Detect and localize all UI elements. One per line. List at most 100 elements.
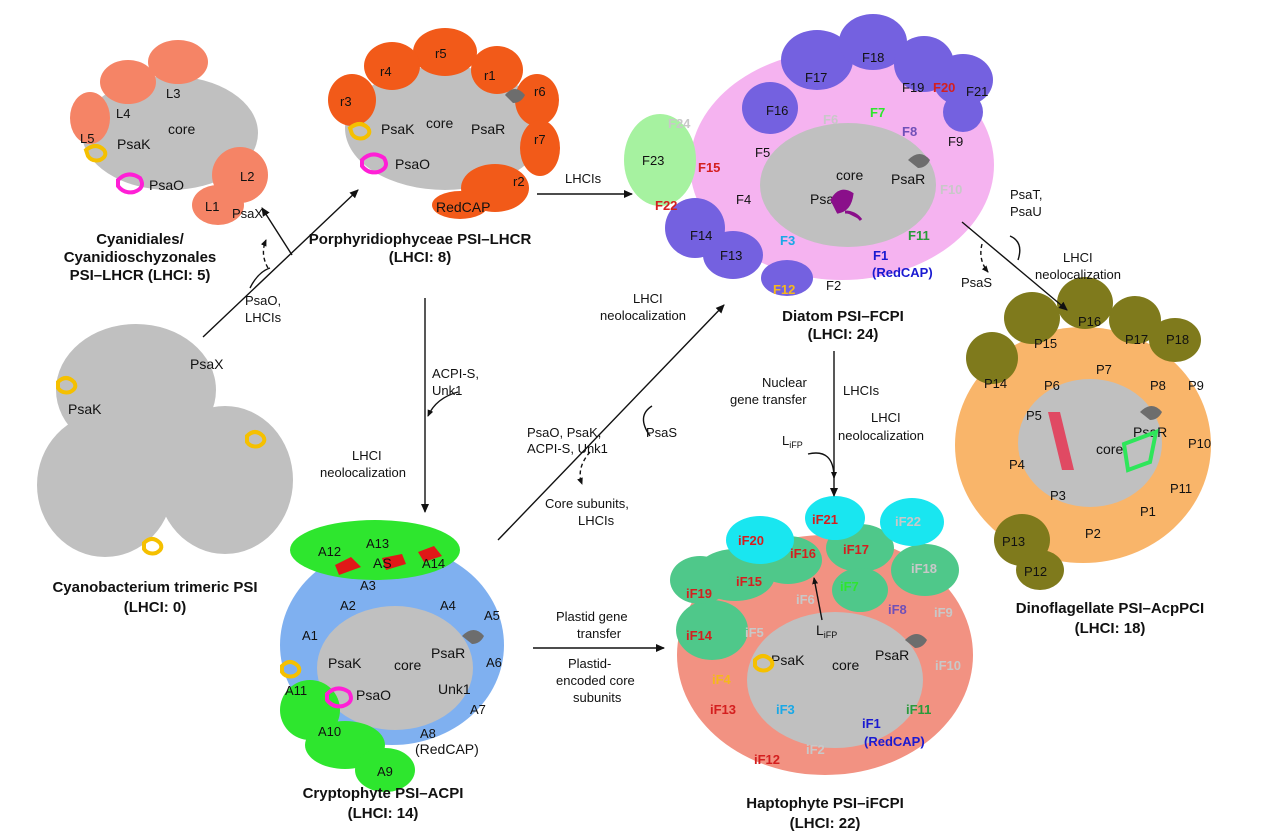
core-label: core bbox=[168, 121, 195, 137]
psao-label: PsaO bbox=[356, 687, 391, 703]
panel-title: Cyanidioschyzonales bbox=[64, 249, 217, 266]
psas-structure bbox=[830, 189, 863, 221]
lhc-label-f10: F10 bbox=[940, 182, 962, 197]
lhc-label-l4: L4 bbox=[116, 106, 130, 121]
panel-title: (LHCI: 0) bbox=[124, 599, 187, 616]
acppci-olive-belt bbox=[966, 277, 1201, 590]
psak-label: PsaK bbox=[68, 401, 102, 417]
lhc-label-p14: P14 bbox=[984, 376, 1007, 391]
psar-structure bbox=[505, 89, 525, 103]
core-complex bbox=[760, 123, 936, 247]
lhc-label-f1: F1 bbox=[873, 248, 888, 263]
core-monomer bbox=[37, 413, 173, 557]
lifp-pointer-arrow bbox=[812, 577, 823, 621]
nuclear-annotation: gene transfer bbox=[730, 392, 807, 407]
psao-label: PsaO bbox=[149, 177, 184, 193]
psao-label: PsaO bbox=[395, 156, 430, 172]
hapto-neo-annotation: neolocalization bbox=[838, 428, 924, 443]
arrow-to-cyanidiales bbox=[261, 207, 293, 256]
psax-label: PsaX bbox=[190, 356, 224, 372]
core-complex bbox=[747, 612, 923, 748]
lhc-label-f12: F12 bbox=[773, 282, 795, 297]
plastid-annotation: Plastid gene bbox=[556, 609, 628, 624]
crypto-panel: A12 A13 A14 AS A3 A2 A4 A5 A1 A6 A11 A7 … bbox=[280, 520, 504, 822]
lifp-label: LiFP bbox=[816, 622, 837, 640]
psao-structure bbox=[325, 686, 353, 709]
lhc-label-if8: iF8 bbox=[888, 602, 907, 617]
psak-label: PsaK bbox=[117, 136, 151, 152]
hapto-panel: iF21 iF22 iF20 iF16 iF17 iF18 iF15 iF19 … bbox=[670, 496, 973, 832]
psas-gain-curve bbox=[642, 405, 653, 437]
psar-label: PsaR bbox=[431, 645, 465, 661]
lhc-label-a1: A1 bbox=[302, 628, 318, 643]
lhc-label-f23: F23 bbox=[642, 153, 664, 168]
lhci-neo-annotation: LHCI bbox=[352, 448, 382, 463]
lhc-label-f6: F6 bbox=[823, 112, 838, 127]
psax-loss-arrow bbox=[260, 239, 269, 269]
psar-label: PsaR bbox=[471, 121, 505, 137]
plastid-annotation: encoded core bbox=[556, 673, 635, 688]
lhc-label-p9: P9 bbox=[1188, 378, 1204, 393]
acpi-s-structure bbox=[335, 546, 442, 575]
lhc-label-f4: F4 bbox=[736, 192, 751, 207]
panel-title: Cyanidiales/ bbox=[96, 231, 184, 248]
lhc-label-l5: L5 bbox=[80, 131, 94, 146]
lhc-label-f13: F13 bbox=[720, 248, 742, 263]
lhc-label-f2: F2 bbox=[826, 278, 841, 293]
green-structure bbox=[1121, 428, 1159, 473]
lhc-label-a8: A8 bbox=[420, 726, 436, 741]
lhc-label-p13: P13 bbox=[1002, 534, 1025, 549]
panel-title: Porphyridiophyceae PSI–LHCR bbox=[309, 231, 532, 248]
lhc-label-a11: A11 bbox=[285, 683, 307, 698]
psak-label: PsaK bbox=[381, 121, 415, 137]
panel-title: (LHCI: 22) bbox=[790, 815, 861, 832]
psat-annotation: PsaT, bbox=[1010, 187, 1043, 202]
panel-title: (LHCI: 14) bbox=[348, 805, 419, 822]
psax-annotation: PsaX bbox=[232, 206, 263, 221]
lhc-label-if21: iF21 bbox=[812, 512, 838, 527]
panel-title: (LHCI: 24) bbox=[808, 326, 879, 343]
lhc-label-if7: iF7 bbox=[840, 579, 859, 594]
lhc-label-if18: iF18 bbox=[911, 561, 937, 576]
lhc-label-p10: P10 bbox=[1188, 436, 1211, 451]
porphyridio-panel: r5 r4 r3 r1 r6 r7 r2 RedCAP core PsaK Ps… bbox=[309, 28, 560, 266]
plastid-annotation: Plastid- bbox=[568, 656, 611, 671]
core-complex bbox=[1018, 379, 1162, 507]
lhc-label-a7: A7 bbox=[470, 702, 486, 717]
core-complex bbox=[82, 76, 258, 190]
lhc-label-p8: P8 bbox=[1150, 378, 1166, 393]
lhc-label-if2: iF2 bbox=[806, 742, 825, 757]
panel-title: Diatom PSI–FCPI bbox=[782, 308, 904, 325]
acpi-green-belt bbox=[280, 520, 460, 792]
psao-lhcis-annotation: LHCIs bbox=[245, 310, 282, 325]
lhc-label-if1: iF1 bbox=[862, 716, 881, 731]
psak-structure bbox=[245, 430, 267, 449]
psao-gain-curve bbox=[249, 267, 271, 289]
psas-loss-arrow bbox=[980, 243, 989, 273]
lhc-label-if13: iF13 bbox=[710, 702, 736, 717]
lhc-label-p2: P2 bbox=[1085, 526, 1101, 541]
plastid-annotation: transfer bbox=[577, 626, 622, 641]
cyano-panel: PsaX PsaK Cyanobacterium trimeric PSI (L… bbox=[37, 324, 293, 616]
lhc-label-p18: P18 bbox=[1166, 332, 1189, 347]
core-label: core bbox=[832, 657, 859, 673]
psao-structure bbox=[360, 152, 388, 175]
lhc-label-p12: P12 bbox=[1024, 564, 1047, 579]
lhc-label-r3: r3 bbox=[340, 94, 352, 109]
lhc-label-l1: L1 bbox=[205, 199, 219, 214]
nuclear-annotation: Nuclear bbox=[762, 375, 807, 390]
lhc-label-r4: r4 bbox=[380, 64, 392, 79]
psas-annotation: PsaS bbox=[646, 425, 677, 440]
fcpi-purple-belt bbox=[637, 14, 993, 296]
lhc-label-f19: F19 bbox=[902, 80, 924, 95]
lhc-label-if14: iF14 bbox=[686, 628, 713, 643]
loss-arrow bbox=[577, 451, 591, 485]
fcpi-green-belt bbox=[624, 114, 696, 206]
psar-structure bbox=[1140, 406, 1162, 420]
lhc-label-r5: r5 bbox=[435, 46, 447, 61]
psar-label: PsaR bbox=[891, 171, 925, 187]
lhc-label-p16: P16 bbox=[1078, 314, 1101, 329]
loss-annotation: PsaO, PsaK, bbox=[527, 425, 601, 440]
hapto-neo-annotation: LHCI bbox=[871, 410, 901, 425]
lhc-label-if19: iF19 bbox=[686, 586, 712, 601]
